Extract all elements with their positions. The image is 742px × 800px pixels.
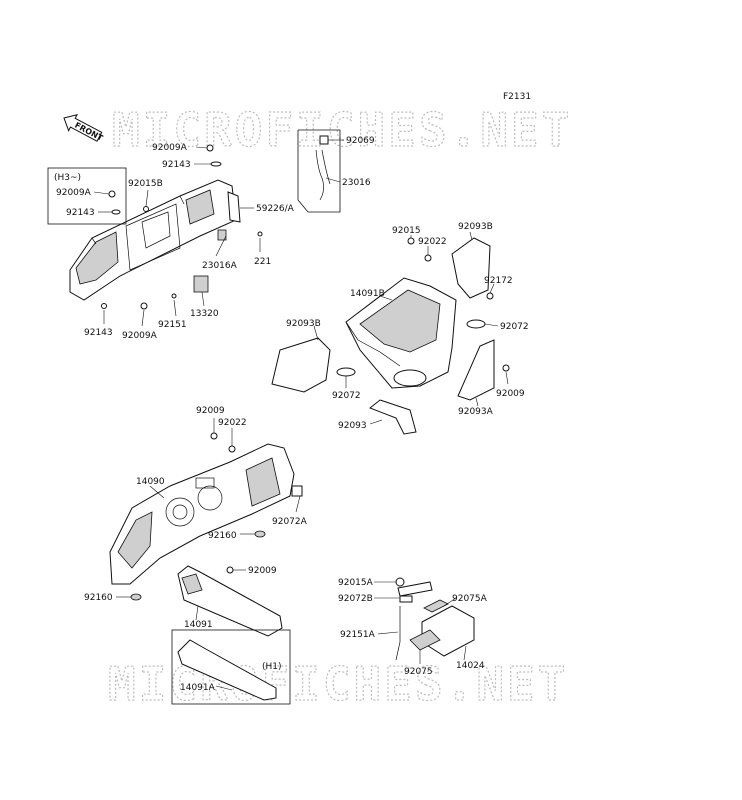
bolt-92009-mid bbox=[210, 432, 218, 440]
watermark-bottom: MICROFICHES.NET bbox=[108, 657, 568, 711]
callout-92009-mid: 92009 bbox=[196, 406, 225, 416]
callout-92093B-left: 92093B bbox=[286, 319, 321, 329]
callout-92143-box: 92143 bbox=[66, 208, 95, 218]
callout-92009-right: 92009 bbox=[496, 389, 525, 399]
bracket-92093A bbox=[457, 339, 495, 401]
callout-labels: 92009A 92143 92009A 92015B 92143 59226/A… bbox=[56, 136, 529, 693]
pad-92075A bbox=[423, 599, 449, 613]
callout-92143-top: 92143 bbox=[162, 160, 191, 170]
callout-14090: 14090 bbox=[136, 477, 165, 487]
bolt-92009-right bbox=[502, 364, 510, 372]
h3-box-label: (H3~) bbox=[54, 173, 81, 183]
callout-92072B: 92072B bbox=[338, 594, 373, 604]
callout-92143-bottom: 92143 bbox=[84, 328, 113, 338]
watermark-top: MICROFICHES.NET bbox=[112, 103, 572, 157]
plate-14091A bbox=[177, 639, 277, 701]
figure-code: F2131 bbox=[503, 92, 531, 102]
callout-92069: 92069 bbox=[346, 136, 375, 146]
callout-92022-right: 92022 bbox=[418, 237, 447, 247]
callout-92093: 92093 bbox=[338, 421, 367, 431]
clamp-92072A bbox=[291, 485, 303, 497]
callout-92075: 92075 bbox=[404, 667, 433, 677]
callout-92072A: 92072A bbox=[272, 517, 308, 527]
clamp-92072B bbox=[399, 595, 413, 603]
bolt-92009A-box bbox=[108, 190, 116, 198]
nut-92015A bbox=[395, 577, 405, 587]
washer-92143-bottom bbox=[101, 303, 107, 309]
callout-92151: 92151 bbox=[158, 320, 187, 330]
bracket-92093B-left bbox=[271, 337, 331, 393]
callout-92009A-box: 92009A bbox=[56, 188, 92, 198]
resistor-92069 bbox=[319, 135, 329, 145]
switch-13320 bbox=[193, 275, 209, 293]
callout-92093B-right: 92093B bbox=[458, 222, 493, 232]
callout-92093A: 92093A bbox=[458, 407, 494, 417]
callout-92172: 92172 bbox=[484, 276, 513, 286]
clamp-92072-left bbox=[336, 367, 356, 377]
h1-box bbox=[171, 629, 291, 705]
washer-92022-right bbox=[424, 254, 432, 262]
callout-92015B: 92015B bbox=[128, 179, 163, 189]
callout-92015: 92015 bbox=[392, 226, 421, 236]
clamp-92072-right bbox=[466, 319, 486, 329]
callout-92015A: 92015A bbox=[338, 578, 374, 588]
bolt-92009A-bottom bbox=[140, 302, 148, 310]
rod-92151A bbox=[395, 606, 401, 661]
callout-92072-right: 92072 bbox=[500, 322, 529, 332]
washer-92143-top bbox=[210, 161, 222, 167]
connector-23016A bbox=[217, 229, 227, 241]
callout-92151A: 92151A bbox=[340, 630, 376, 640]
front-label: FRONT bbox=[73, 121, 105, 144]
callout-14091B: 14091B bbox=[350, 289, 385, 299]
clip-92015B bbox=[143, 206, 149, 212]
callout-92009A-top: 92009A bbox=[152, 143, 188, 153]
harness-box bbox=[297, 129, 341, 213]
clip-92015 bbox=[407, 237, 415, 245]
washer-92022-mid bbox=[228, 445, 236, 453]
leader-lines bbox=[93, 139, 509, 691]
callout-23016: 23016 bbox=[342, 178, 371, 188]
washer-92143-box bbox=[111, 209, 121, 215]
callout-92072-left: 92072 bbox=[332, 391, 361, 401]
panel-14090 bbox=[109, 443, 295, 585]
tray-14091B bbox=[345, 277, 457, 389]
pad-92075 bbox=[409, 629, 441, 651]
callout-13320: 13320 bbox=[190, 309, 219, 319]
callout-92009A-bottom: 92009A bbox=[122, 331, 158, 341]
callout-92075A: 92075A bbox=[452, 594, 488, 604]
callout-221: 221 bbox=[254, 257, 271, 267]
h3-box bbox=[47, 167, 127, 225]
callout-14024: 14024 bbox=[456, 661, 485, 671]
bracket-92093 bbox=[369, 399, 417, 435]
callout-92009-low: 92009 bbox=[248, 566, 277, 576]
bolt-92009A-top bbox=[206, 144, 214, 152]
screw-92151 bbox=[171, 293, 177, 299]
callout-14091: 14091 bbox=[184, 620, 213, 630]
callout-23016A: 23016A bbox=[202, 261, 238, 271]
h1-box-label: (H1) bbox=[262, 662, 282, 672]
plate-14091-detail bbox=[181, 573, 203, 595]
callout-92022-mid: 92022 bbox=[218, 418, 247, 428]
front-arrow-icon: FRONT bbox=[63, 113, 105, 144]
strap-92015A bbox=[397, 581, 433, 597]
bolt-92172 bbox=[486, 292, 494, 300]
grommet-92160-a bbox=[254, 530, 266, 538]
bolt-92009-low bbox=[226, 566, 234, 574]
callout-14091A: 14091A bbox=[180, 683, 216, 693]
bracket-92093B-right bbox=[451, 237, 491, 299]
screw-221 bbox=[257, 231, 263, 237]
callout-92160-b: 92160 bbox=[84, 593, 113, 603]
harness-wire-23016 bbox=[315, 149, 331, 201]
grommet-92160-b bbox=[130, 593, 142, 601]
dash-panel-upper bbox=[69, 179, 241, 301]
callout-59226A: 59226/A bbox=[256, 204, 295, 214]
callout-92160-a: 92160 bbox=[208, 531, 237, 541]
